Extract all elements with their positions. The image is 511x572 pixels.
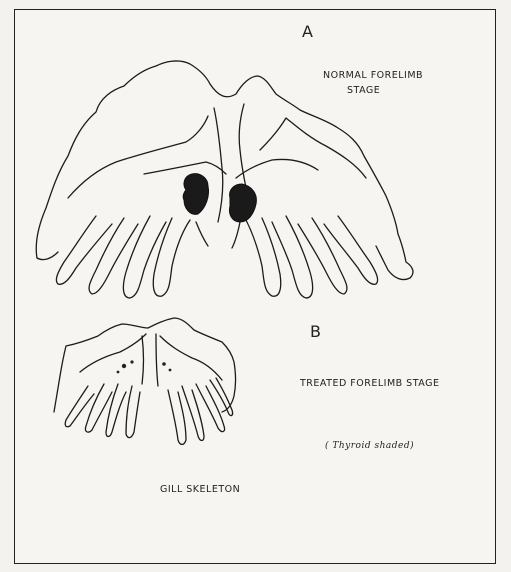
skeleton-b-inner <box>80 334 222 380</box>
panel-b-note: ( Thyroid shaded) <box>325 441 414 451</box>
skeleton-a-inner-right <box>260 118 366 178</box>
panel-a-letter: A <box>302 22 313 41</box>
skeleton-b-midline <box>142 334 158 386</box>
thyroid-speck-1 <box>122 364 126 368</box>
skeleton-a-crossbar-left <box>144 162 226 174</box>
gill-arch-a-right-3 <box>298 218 347 294</box>
gill-arch-a-left-3 <box>123 216 166 298</box>
thyroid-speck-3 <box>117 371 120 374</box>
skeleton-a-crossbar-right <box>236 159 318 178</box>
gill-arch-b-left-1 <box>65 386 94 427</box>
skeleton-a-lower-contour <box>37 222 240 260</box>
thyroid-speck-4 <box>162 362 166 366</box>
gill-arch-b-left-4 <box>126 386 140 438</box>
panel-b-caption: TREATED FORELIMB STAGE <box>300 378 439 389</box>
thyroid-left-lobe <box>183 174 208 215</box>
gill-arch-a-left-4 <box>153 218 190 296</box>
thyroid-speck-5 <box>169 369 172 372</box>
panel-a-caption-line2: STAGE <box>347 85 380 96</box>
gill-arch-b-right-3 <box>196 384 225 432</box>
gill-arch-a-right-4 <box>324 216 378 284</box>
thyroid-right-lobe <box>229 184 256 222</box>
gill-arch-b-right-1 <box>168 390 186 445</box>
panel-b-letter: B <box>310 322 321 341</box>
thyroid-speck-2 <box>130 360 133 363</box>
gill-arch-a-left-2 <box>89 218 138 294</box>
skeleton-b-outline <box>54 318 236 412</box>
panel-a-caption-line1: NORMAL FORELIMB <box>323 70 423 81</box>
gill-arch-a-right-2 <box>272 216 313 298</box>
gill-arch-b-left-3 <box>106 384 126 437</box>
gill-arch-b-left-2 <box>85 384 112 432</box>
gill-arch-a-left-1 <box>56 216 112 284</box>
gill-arch-b-right-4 <box>210 378 233 416</box>
figure-footer-label: GILL SKELETON <box>160 484 240 495</box>
